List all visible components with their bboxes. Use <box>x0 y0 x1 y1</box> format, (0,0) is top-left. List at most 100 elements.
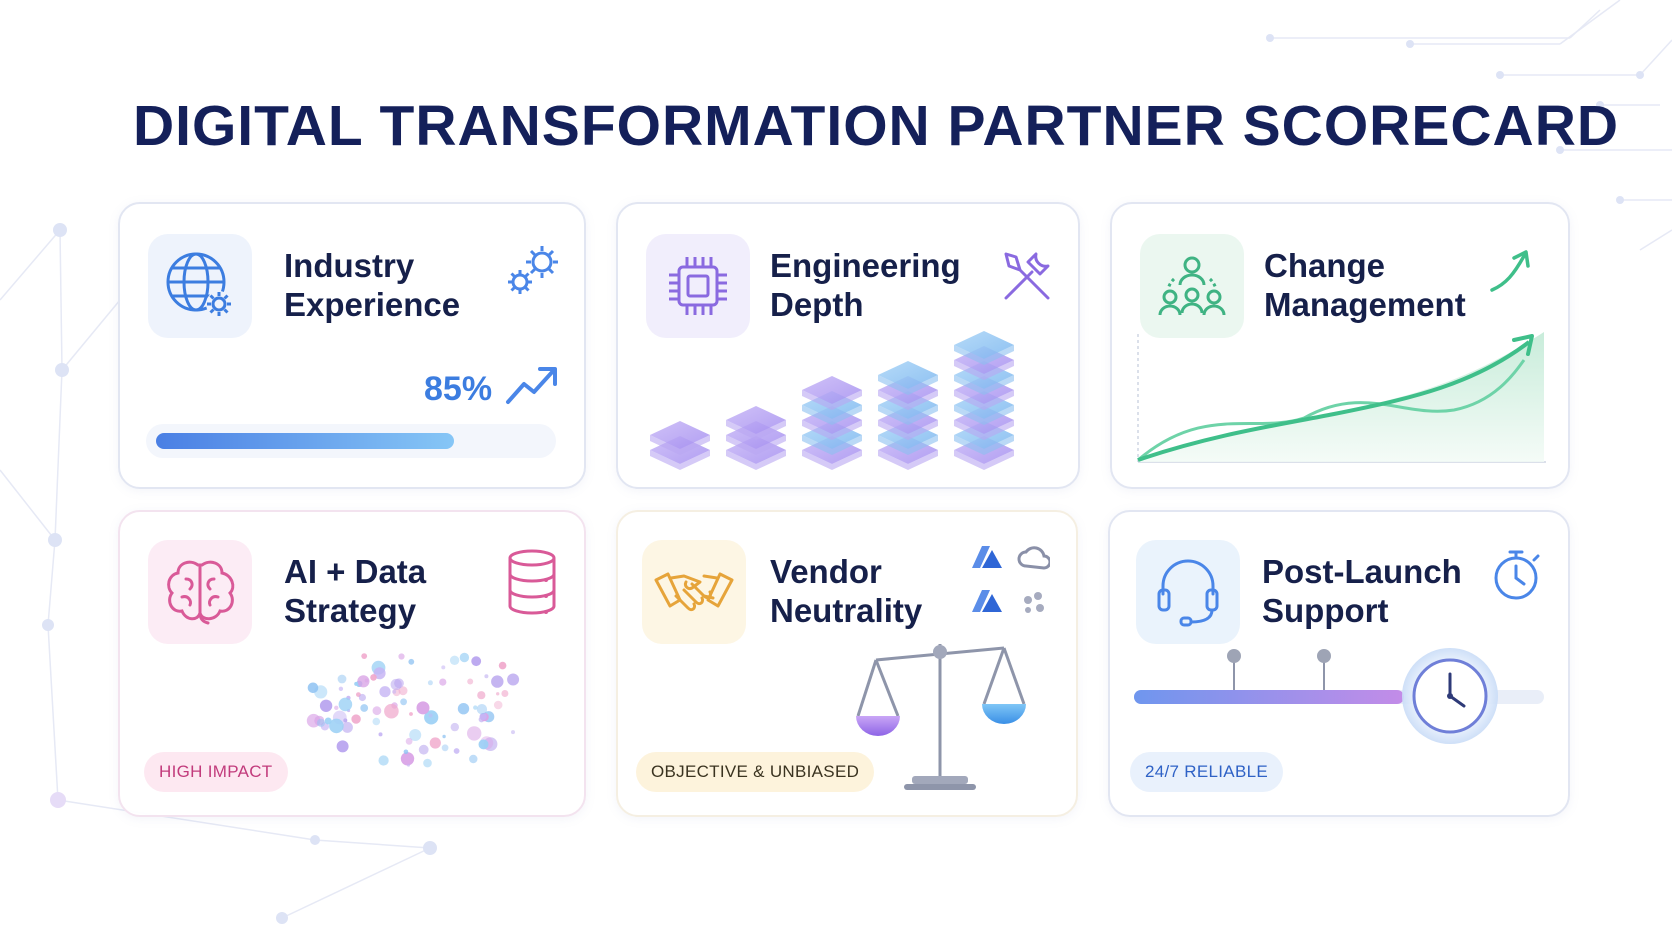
particle-dot <box>351 714 361 724</box>
particle-dot <box>354 681 359 686</box>
card-industry-experience[interactable]: Industry Experience 85% <box>118 202 586 489</box>
card-title-line2: Management <box>1264 286 1466 323</box>
icon-box <box>1136 540 1240 644</box>
particle-dot <box>479 713 487 721</box>
card-title: Post-Launch Support <box>1262 552 1462 630</box>
layer-slab-side <box>954 420 1014 440</box>
layer-slab-side <box>954 390 1014 410</box>
particle-dot <box>372 717 381 726</box>
card-change-management[interactable]: Change Management <box>1110 202 1570 489</box>
icon-box <box>148 234 252 338</box>
particle-dot <box>334 705 339 710</box>
layer-slab-side <box>954 405 1014 425</box>
card-engineering-depth[interactable]: Engineering Depth <box>616 202 1080 489</box>
icon-box <box>646 234 750 338</box>
layer-slab-side <box>954 435 1014 455</box>
particle-dot <box>507 673 520 686</box>
layer-slab-side <box>954 450 1014 470</box>
card-title-line1: Vendor <box>770 553 882 590</box>
particle-dot <box>341 721 353 733</box>
card-post-launch-support[interactable]: Post-Launch Support 24/7 RELIABLE <box>1108 510 1570 817</box>
database-icon <box>506 548 558 616</box>
team-icon <box>1158 256 1226 316</box>
particle-dot <box>449 655 460 665</box>
layer-slab <box>878 361 938 389</box>
particle-dot <box>476 704 488 715</box>
particle-dot <box>457 703 470 715</box>
layer-slab <box>802 376 862 404</box>
trend-up-icon <box>504 362 560 408</box>
particle-dot <box>473 705 478 710</box>
particle-dot <box>428 713 433 718</box>
particle-dot <box>511 730 515 735</box>
particle-dot <box>450 722 459 732</box>
particle-dot <box>364 678 369 683</box>
card-title-line1: AI + Data <box>284 553 427 590</box>
particle-dot <box>336 740 349 753</box>
layer-slab-side <box>650 435 710 455</box>
card-title: AI + Data Strategy <box>284 552 426 630</box>
particle-dot <box>439 678 447 686</box>
particle-dot <box>400 752 415 766</box>
icon-box <box>642 540 746 644</box>
particle-dot <box>484 674 489 679</box>
wrench-screwdriver-icon <box>998 246 1056 304</box>
particle-dot <box>496 692 500 696</box>
layer-slab-side <box>802 450 862 470</box>
progress-fill <box>156 433 454 449</box>
card-vendor-neutrality[interactable]: Vendor Neutrality OBJECTIV <box>616 510 1078 817</box>
layer-slab-side <box>878 435 938 455</box>
particle-dot <box>390 678 402 691</box>
icon-box <box>1140 234 1244 338</box>
layer-slab <box>954 331 1014 359</box>
particle-dot <box>441 744 449 752</box>
particle-dot <box>337 674 347 684</box>
particle-dot <box>307 682 319 694</box>
card-ai-data-strategy[interactable]: AI + Data Strategy HIGH IMPACT <box>118 510 586 817</box>
particle-dot <box>378 732 383 737</box>
particle-dot <box>403 749 409 755</box>
layer-slab-side <box>726 450 786 470</box>
layer-slab-side <box>878 375 938 395</box>
card-title-line1: Change <box>1264 247 1386 284</box>
particle-dot <box>329 718 344 734</box>
particle-dot <box>467 726 482 741</box>
card-title: Industry Experience <box>284 246 460 324</box>
particle-dot <box>429 737 441 749</box>
particle-dot <box>471 656 482 667</box>
gears-icon <box>502 240 568 300</box>
layer-slab-side <box>802 405 862 425</box>
timeline-graphic <box>1134 648 1544 744</box>
status-badge: OBJECTIVE & UNBIASED <box>636 752 875 792</box>
balance-scale-graphic <box>856 644 1026 790</box>
layer-slab-side <box>726 435 786 455</box>
layer-slab-side <box>726 420 786 440</box>
percent-label: 85% <box>424 370 493 408</box>
layer-slab-side <box>878 390 938 410</box>
particle-dot <box>338 697 353 712</box>
particle-dot <box>442 734 446 739</box>
card-title-line1: Engineering <box>770 247 961 284</box>
layer-slab-side <box>802 420 862 440</box>
card-title-line1: Post-Launch <box>1262 553 1462 590</box>
particle-dot <box>493 700 503 710</box>
card-title: Change Management <box>1264 246 1466 324</box>
particle-dot <box>427 680 433 686</box>
icon-box <box>148 540 252 644</box>
particle-dot <box>384 703 399 719</box>
particle-dot <box>361 653 368 659</box>
layer-slab <box>650 421 710 449</box>
particle-dot <box>398 686 408 696</box>
particle-dot <box>498 661 507 670</box>
layer-slab-side <box>878 405 938 425</box>
particle-dot <box>306 713 321 728</box>
layer-slab-side <box>650 450 710 470</box>
particle-dot <box>418 744 429 755</box>
card-title: Vendor Neutrality <box>770 552 922 630</box>
particle-dot <box>424 710 439 725</box>
layer-slab-side <box>954 360 1014 380</box>
particle-dot <box>405 737 413 745</box>
chip-icon <box>669 257 727 315</box>
particle-dot <box>478 739 489 750</box>
growth-chart-graphic <box>1137 332 1546 463</box>
